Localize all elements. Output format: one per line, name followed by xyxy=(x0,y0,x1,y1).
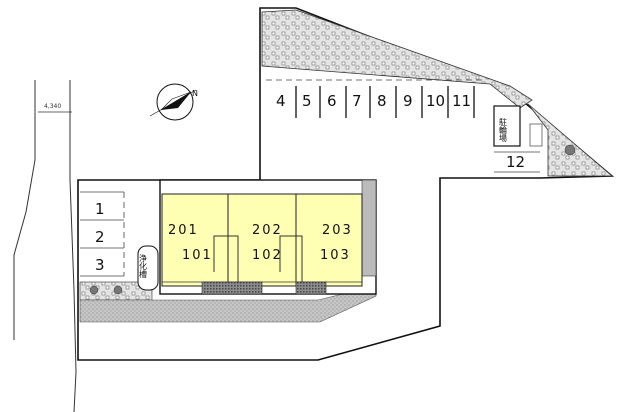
apartment-building: 201 202 203 101 102 103 xyxy=(159,179,377,295)
unit-202: 202 xyxy=(252,223,283,238)
unit-block-2 xyxy=(227,193,297,287)
entrance-paving-1 xyxy=(201,281,263,295)
unit-102: 102 xyxy=(252,248,283,263)
septic-tank: 浄化槽 xyxy=(137,245,159,291)
unit-101: 101 xyxy=(182,248,213,263)
parking-column-left: 1 2 3 xyxy=(80,191,125,277)
parking-space-5: 5 xyxy=(302,92,312,110)
road: 4,340 xyxy=(13,80,77,412)
parking-space-6: 6 xyxy=(327,92,337,110)
bicycle-parking-label: 駐輪場 xyxy=(499,117,508,143)
unit-block-1 xyxy=(161,193,229,287)
tree-icon xyxy=(564,144,576,156)
parking-space-9: 9 xyxy=(403,92,413,110)
parking-space-12-area: 12 xyxy=(494,151,540,173)
parking-space-7: 7 xyxy=(352,92,362,110)
unit-103: 103 xyxy=(320,248,351,263)
parking-space-1: 1 xyxy=(95,200,105,218)
planting-strip-east xyxy=(527,103,614,177)
road-width-label: 4,340 xyxy=(44,103,61,110)
parking-space-2: 2 xyxy=(95,228,105,246)
paving-strip-south xyxy=(79,285,377,323)
parking-space-12: 12 xyxy=(506,153,525,171)
tree-icon xyxy=(89,285,99,295)
parking-space-4: 4 xyxy=(276,92,286,110)
septic-tank-label: 浄化槽 xyxy=(139,253,148,279)
bicycle-parking: 駐輪場 xyxy=(493,105,576,156)
compass-label: N xyxy=(192,89,198,98)
parking-row-north: 4 5 6 7 8 9 10 11 xyxy=(266,79,486,118)
parking-space-8: 8 xyxy=(377,92,387,110)
parking-space-11: 11 xyxy=(452,92,471,110)
compass-north-arrow: N xyxy=(149,83,198,121)
tree-icon xyxy=(113,285,123,295)
parking-space-10: 10 xyxy=(426,92,445,110)
unit-201: 201 xyxy=(168,223,199,238)
unit-203: 203 xyxy=(322,223,353,238)
unit-block-3 xyxy=(295,193,363,287)
parking-space-3: 3 xyxy=(95,256,105,274)
entrance-paving-2 xyxy=(295,281,327,295)
